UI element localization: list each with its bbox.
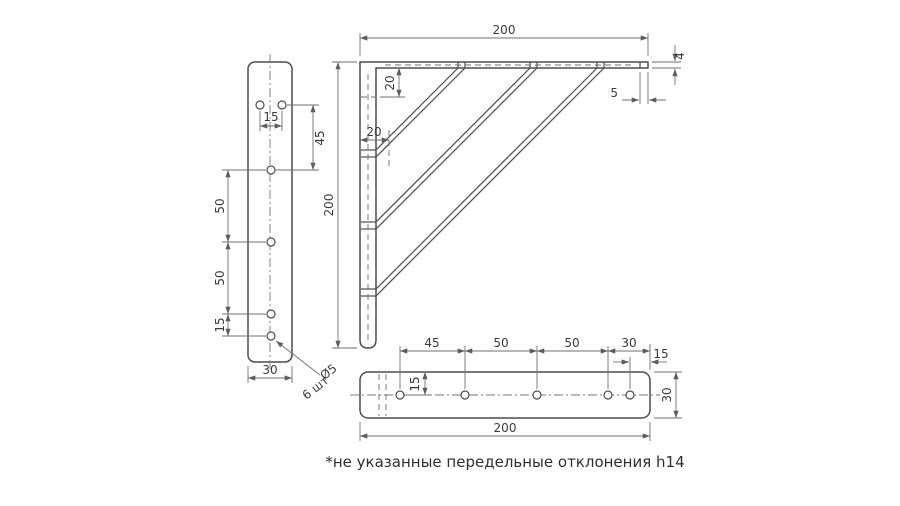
dim-plan-chain: 45 50 50 30 (399, 336, 651, 389)
hole (266, 165, 276, 175)
hole (603, 390, 613, 400)
dim-side-span-b: 50 (213, 242, 266, 315)
hole (395, 390, 405, 400)
dim-label: 200 (494, 421, 517, 435)
dim-plan-width: 30 (654, 371, 682, 419)
main-view: 200 200 20 20 5 4 (322, 23, 687, 349)
dim-label: 4 (673, 52, 687, 60)
diagonal-braces (375, 67, 605, 297)
hole (266, 309, 276, 319)
hole (266, 237, 276, 247)
dim-label: 15 (653, 347, 668, 361)
plan-hidden-lines (378, 374, 387, 416)
brace-stubs (361, 149, 376, 297)
dim-label: 20 (383, 75, 397, 90)
dim-label: 45 (313, 130, 327, 145)
dim-main-end-tab: 5 (610, 72, 666, 104)
plan-plate-outline (359, 371, 651, 419)
plan-view: 45 50 50 30 15 30 15 200 (350, 336, 682, 441)
dim-side-span-a: 50 (213, 169, 266, 243)
tolerance-note: *не указанные передельные отклонения h14 (325, 453, 684, 471)
side-view: 15 45 50 50 15 30 (213, 54, 340, 402)
hole-callout: Ø5 6 шт (275, 340, 340, 402)
dim-label: 5 (610, 86, 618, 100)
dim-label: 50 (564, 336, 579, 350)
dim-main-offset-h: 20 (360, 125, 389, 143)
dim-label: 30 (621, 336, 636, 350)
dim-label: 15 (213, 317, 227, 332)
dim-label: 30 (660, 387, 674, 402)
hole (460, 390, 470, 400)
hidden-lines (361, 64, 635, 340)
dim-main-width: 200 (359, 23, 649, 56)
dim-label: 15 (408, 376, 422, 391)
dim-plan-hole-offset: 15 (406, 372, 432, 396)
dim-main-height: 200 (322, 61, 357, 349)
dim-side-width: 30 (247, 363, 293, 383)
dim-label: 50 (493, 336, 508, 350)
dim-label: 30 (262, 363, 277, 377)
top-arm-outline (359, 61, 649, 69)
hole (532, 390, 542, 400)
dim-plan-length: 200 (359, 421, 651, 441)
dim-plan-edge-offset: 15 (613, 347, 669, 389)
dim-side-bottom-span: 15 (213, 314, 266, 337)
dim-label: 50 (213, 270, 227, 285)
dim-label: 20 (366, 125, 381, 139)
hole (255, 100, 265, 110)
dim-side-hole-pitch: 15 (259, 110, 283, 131)
dim-main-thickness: 4 (652, 45, 687, 85)
dim-label: 15 (263, 110, 278, 124)
hole (277, 100, 287, 110)
dim-label: 45 (424, 336, 439, 350)
dim-label: 200 (322, 194, 336, 217)
dim-side-top-span: 45 (276, 104, 327, 171)
dim-label: 200 (493, 23, 516, 37)
hole (625, 390, 635, 400)
hole (266, 331, 276, 341)
vertical-arm-outline (359, 61, 377, 349)
dim-main-offset-v: 20 (380, 68, 405, 98)
dim-label: 50 (213, 198, 227, 213)
